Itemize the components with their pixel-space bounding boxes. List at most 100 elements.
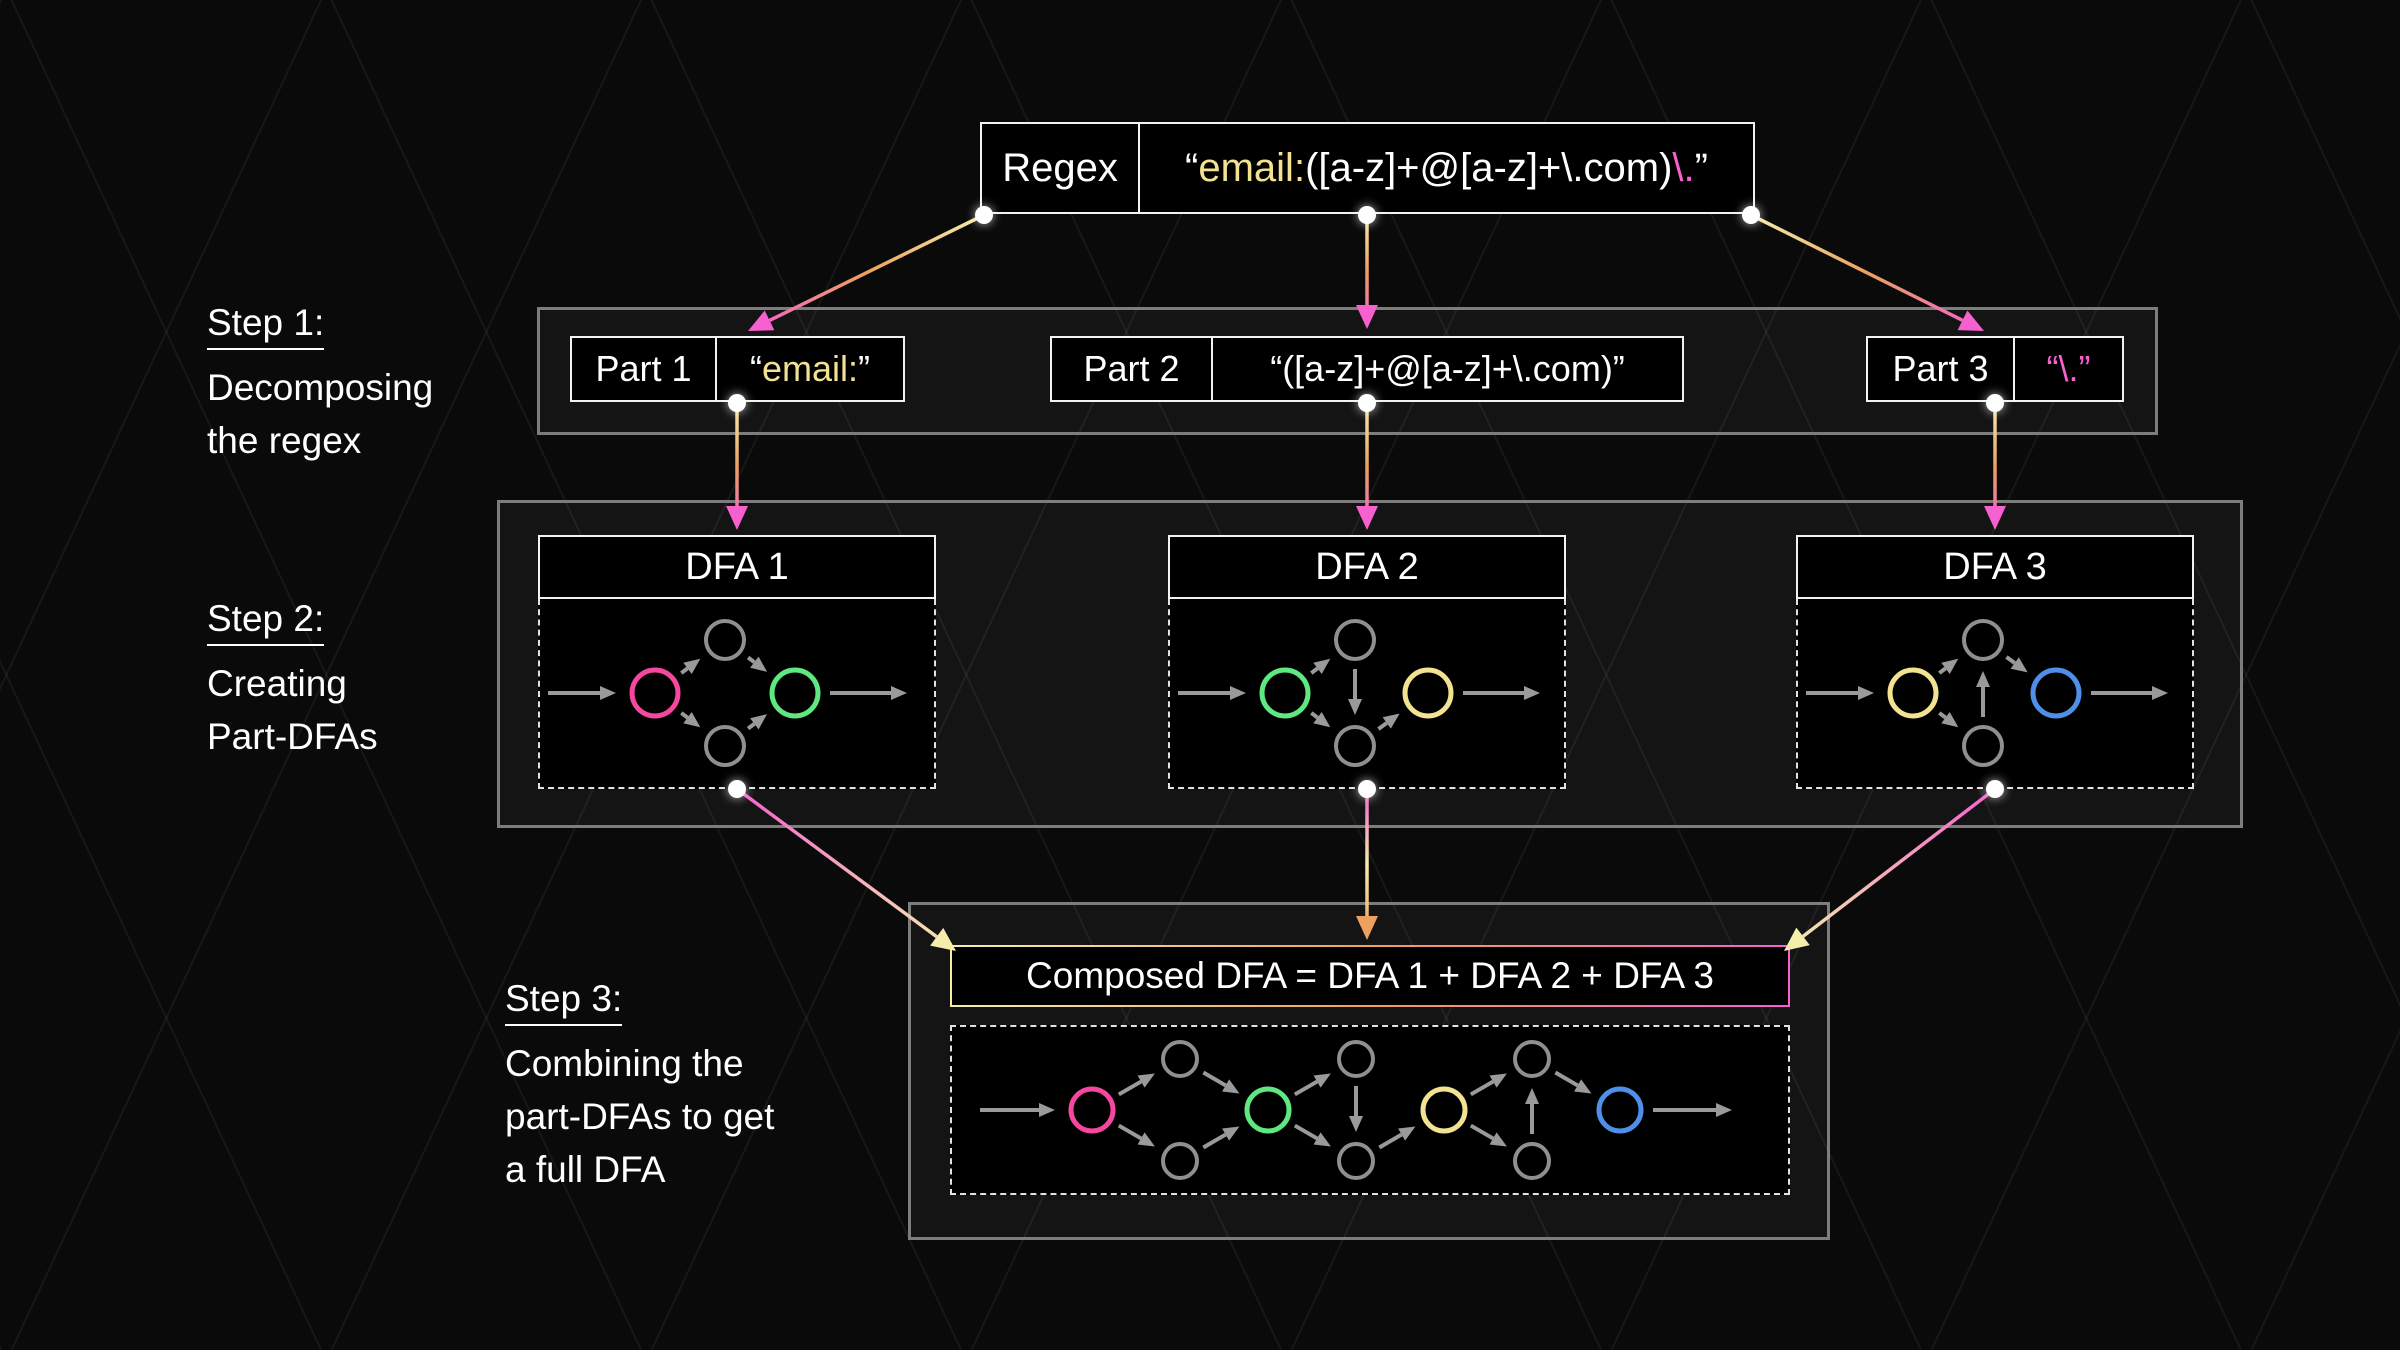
part2-label: Part 2: [1083, 348, 1180, 389]
state-node-colored: [1244, 1086, 1292, 1134]
composed-dfa-title: Composed DFA = DFA 1 + DFA 2 + DFA 3: [950, 945, 1790, 1007]
arrow-line: [1469, 1123, 1495, 1141]
state-node-colored: [1596, 1086, 1644, 1134]
step3-title: Step 3:: [505, 972, 774, 1026]
text-fragment: ”: [858, 348, 871, 389]
part1-value: “email:”: [715, 338, 903, 400]
arrow-head: [1137, 1132, 1155, 1147]
state-node: [1513, 1040, 1551, 1078]
arrow-head: [1313, 1132, 1331, 1147]
arrow-line: [1117, 1079, 1143, 1097]
arrow-line: [1938, 711, 1947, 720]
step1-line: the regex: [207, 420, 362, 461]
arrow-head: [750, 656, 768, 672]
arrow-line: [1202, 1070, 1227, 1088]
text-fragment: “\.”: [2046, 348, 2091, 389]
state-node-colored: [769, 667, 821, 719]
regex-pattern: “email:([a-z]+@[a-z]+\.com)\.”: [1138, 124, 1753, 212]
step2-line: Part-DFAs: [207, 716, 378, 757]
dfa3-box: DFA 3: [1796, 535, 2194, 789]
state-node: [704, 725, 746, 767]
arrow-line: [1378, 1132, 1403, 1150]
state-node: [1337, 1040, 1375, 1078]
step2-line: Creating: [207, 663, 347, 704]
dfa3-title: DFA 3: [1796, 535, 2194, 599]
state-node: [1334, 725, 1376, 767]
state-node-colored: [2030, 667, 2082, 719]
state-node: [1161, 1040, 1199, 1078]
arrow-head: [1941, 712, 1959, 728]
regex-label: Regex: [1002, 145, 1118, 190]
arrow-head: [600, 686, 616, 700]
arrow-head: [750, 714, 768, 730]
step2-title: Step 2:: [207, 592, 378, 646]
arrow-head: [1313, 1073, 1331, 1088]
step3-label: Step 3: Combining the part-DFAs to get a…: [505, 972, 774, 1196]
arrow-line: [1554, 1070, 1579, 1088]
arrow-head: [1716, 1103, 1732, 1117]
composed-dfa-graph: [950, 1025, 1790, 1195]
dfa1-graph: [538, 599, 936, 789]
state-node: [1161, 1142, 1199, 1180]
state-node-colored: [1420, 1086, 1468, 1134]
step2-label: Step 2: Creating Part-DFAs: [207, 592, 378, 763]
step1-title: Step 1:: [207, 296, 433, 350]
arrow-head: [1489, 1132, 1507, 1147]
dfa2-graph: [1168, 599, 1566, 789]
arrow-head: [1941, 658, 1959, 674]
text-fragment: “: [749, 348, 762, 389]
step3-line: part-DFAs to get: [505, 1096, 775, 1137]
text-fragment: ”: [1694, 145, 1708, 190]
state-node-colored: [1259, 667, 1311, 719]
arrow-head: [1398, 1126, 1416, 1141]
arrow-head: [683, 712, 701, 728]
text-fragment: email:: [761, 348, 859, 389]
arrow-head: [683, 658, 701, 674]
part3-label: Part 3: [1892, 348, 1989, 389]
arrow-head: [1382, 713, 1400, 729]
state-node: [1962, 619, 2004, 661]
state-node: [1337, 1142, 1375, 1180]
arrow-head: [1222, 1079, 1240, 1094]
arrow-head: [1489, 1073, 1507, 1088]
arrow-line: [680, 666, 689, 675]
arrow-line: [1310, 666, 1319, 675]
arrow-line: [2005, 655, 2016, 665]
arrow-line: [1938, 666, 1947, 675]
dfa3-graph: [1796, 599, 2194, 789]
dfa1-box: DFA 1: [538, 535, 936, 789]
text-fragment: ([a-z]+@[a-z]+\.com): [1305, 145, 1673, 190]
arrow-head: [891, 686, 907, 700]
step3-line: Combining the: [505, 1043, 744, 1084]
arrow-line: [680, 711, 689, 720]
state-node-colored: [1887, 667, 1939, 719]
arrow-line: [1310, 711, 1319, 720]
state-node-colored: [1402, 667, 1454, 719]
arrow-head: [1313, 712, 1331, 728]
text-fragment: \.: [1672, 145, 1695, 190]
part3-value: “\.”: [2013, 338, 2122, 400]
arrow-line: [1469, 1079, 1495, 1097]
regex-box: Regex “email:([a-z]+@[a-z]+\.com)\.”: [980, 122, 1755, 214]
step3-line: a full DFA: [505, 1149, 666, 1190]
arrow-head: [2152, 686, 2168, 700]
text-fragment: email:: [1198, 145, 1306, 190]
state-node: [1513, 1142, 1551, 1180]
part1-label: Part 1: [595, 348, 692, 389]
state-node: [1962, 725, 2004, 767]
dfa1-title: DFA 1: [538, 535, 936, 599]
arrow-head: [1313, 658, 1331, 674]
arrow-line: [1202, 1132, 1227, 1150]
arrow-line: [1117, 1123, 1143, 1141]
dfa2-box: DFA 2: [1168, 535, 1566, 789]
step1-line: Decomposing: [207, 367, 434, 408]
arrow-line: [1293, 1079, 1319, 1097]
part3-box: Part 3 “\.”: [1866, 336, 2124, 402]
arrow-head: [1230, 686, 1246, 700]
text-fragment: “: [1185, 145, 1199, 190]
state-node-colored: [1068, 1086, 1116, 1134]
arrow-head: [1222, 1126, 1240, 1141]
arrow-line: [1377, 721, 1388, 731]
state-node: [704, 619, 746, 661]
